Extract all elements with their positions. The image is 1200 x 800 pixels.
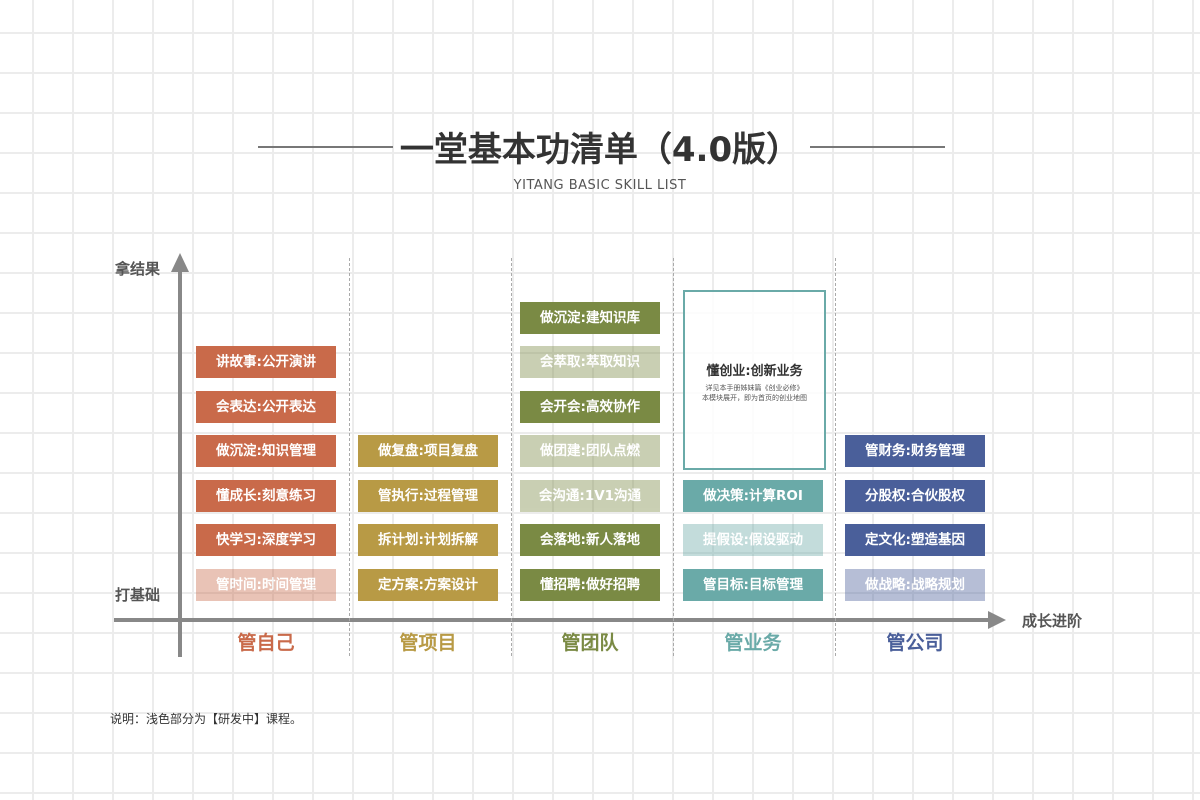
skill-box[interactable]: 做沉淀:建知识库 [520, 302, 660, 334]
page-subtitle: YITANG BASIC SKILL LIST [513, 178, 687, 193]
skill-box[interactable]: 会开会:高效协作 [520, 391, 660, 423]
column-divider [511, 258, 512, 656]
skill-box[interactable]: 会表达:公开表达 [196, 391, 336, 423]
skill-box[interactable]: 做团建:团队点燃 [520, 435, 660, 467]
feature-title: 懂创业:创新业务 [706, 364, 803, 379]
footnote: 说明：浅色部分为【研发中】课程。 [110, 712, 303, 726]
feature-line-1: 详见本手册姊妹篇《创业必修》 [705, 384, 804, 392]
skill-box[interactable]: 会落地:新人落地 [520, 524, 660, 556]
skill-box[interactable]: 懂招聘:做好招聘 [520, 569, 660, 601]
feature-card-startup[interactable]: 懂创业:创新业务 详见本手册姊妹篇《创业必修》 本模块展开，即为首页的创业地图 [683, 290, 826, 470]
skill-box[interactable]: 做沉淀:知识管理 [196, 435, 336, 467]
skill-box[interactable]: 讲故事:公开演讲 [196, 346, 336, 378]
skill-box[interactable]: 管执行:过程管理 [358, 480, 498, 512]
title-rule-right [810, 146, 945, 148]
skill-box[interactable]: 会萃取:萃取知识 [520, 346, 660, 378]
feature-line-2: 本模块展开，即为首页的创业地图 [702, 394, 807, 402]
skill-box[interactable]: 快学习:深度学习 [196, 524, 336, 556]
skill-box[interactable]: 定文化:塑造基因 [845, 524, 985, 556]
skill-box[interactable]: 懂成长:刻意练习 [196, 480, 336, 512]
x-axis-arrow-icon [988, 611, 1006, 629]
skill-box[interactable]: 做决策:计算ROI [683, 480, 823, 512]
column-label: 管项目 [399, 632, 457, 654]
skill-box[interactable]: 管时间:时间管理 [196, 569, 336, 601]
skill-box[interactable]: 提假设:假设驱动 [683, 524, 823, 556]
skill-box[interactable]: 分股权:合伙股权 [845, 480, 985, 512]
column-label: 管业务 [724, 632, 782, 654]
y-axis-arrow-icon [171, 253, 189, 272]
skill-box[interactable]: 拆计划:计划拆解 [358, 524, 498, 556]
skill-box[interactable]: 管目标:目标管理 [683, 569, 823, 601]
skill-box[interactable]: 定方案:方案设计 [358, 569, 498, 601]
column-label: 管团队 [561, 632, 619, 654]
x-axis-label: 成长进阶 [1022, 612, 1083, 630]
column-divider [349, 258, 350, 656]
column-divider [835, 258, 836, 656]
title-rule-left [258, 146, 393, 148]
skill-box[interactable]: 会沟通:1V1沟通 [520, 480, 660, 512]
skill-box[interactable]: 管财务:财务管理 [845, 435, 985, 467]
y-axis-top-label: 拿结果 [115, 260, 161, 278]
column-label: 管公司 [886, 632, 944, 654]
column-divider [673, 258, 674, 656]
skill-box[interactable]: 做复盘:项目复盘 [358, 435, 498, 467]
page-title: 一堂基本功清单（4.0版） [399, 130, 801, 170]
y-axis-bottom-label: 打基础 [115, 586, 161, 604]
skill-box[interactable]: 做战略:战略规划 [845, 569, 985, 601]
column-label: 管自己 [237, 632, 295, 654]
